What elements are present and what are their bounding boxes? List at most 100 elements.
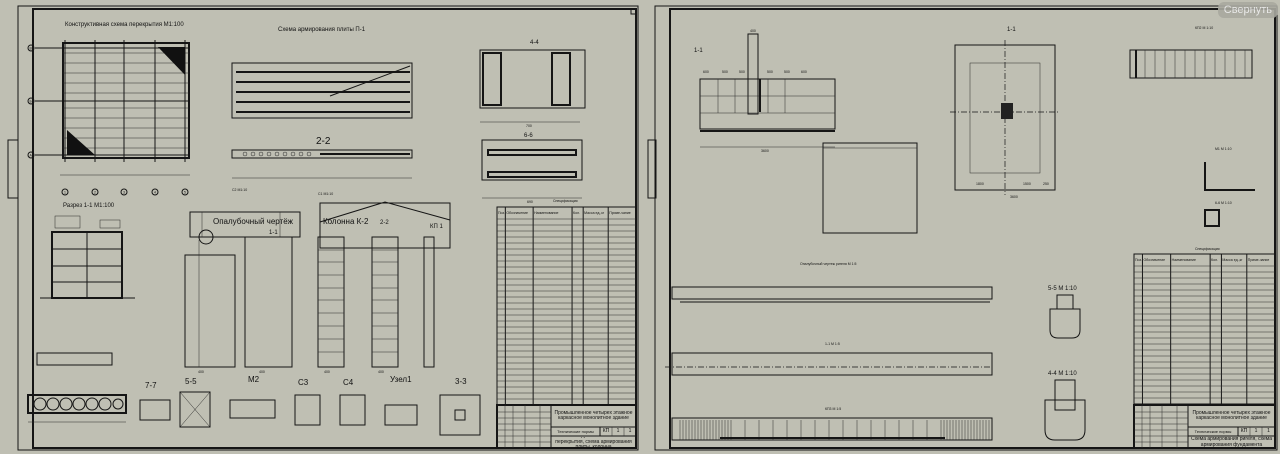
beam-formwork-title: Опалубочный чертеж ригеля М 1:5: [800, 262, 857, 266]
mesh-plan: [822, 142, 918, 234]
section-label: 4-4 М 1:10: [1048, 371, 1077, 377]
section-label: 1-1: [1007, 27, 1016, 33]
cage-label: КП 1: [430, 224, 443, 230]
column-k2: Колонна К-2 2-2 КП 1 400 400: [317, 217, 443, 374]
sheet-2-sheet-number: 1: [1254, 428, 1258, 435]
spec-header: Обозначение: [1143, 258, 1165, 262]
sheet-2-title-block: [1133, 404, 1276, 449]
spec-header: Наименование: [1172, 258, 1196, 262]
beam-sections: 5-5 М 1:10 4-4 М 1:10: [1044, 286, 1086, 441]
dimension: 690: [527, 200, 533, 204]
beam-drawings: Опалубочный чертеж ригеля М 1:5 1-1 М 1:…: [665, 262, 993, 441]
section-label: 1-1: [694, 48, 703, 54]
sheet-2-frame: [654, 5, 1278, 451]
sheet-2-sheet-name: Технические нормы: [1194, 429, 1232, 435]
dimension: 400: [198, 370, 204, 374]
dimension: 3600: [761, 149, 769, 153]
spec-header: Поз.: [1135, 258, 1142, 262]
sheet-2-border: [669, 8, 1276, 449]
detail-label: С3: [298, 378, 309, 387]
collapse-button[interactable]: Свернуть: [1217, 2, 1278, 18]
beam-c2: С2 М1:10 С1 М1:10: [189, 188, 451, 249]
section-label: 1-1 М 1:5: [825, 342, 840, 346]
spec-title: Спецификация: [553, 199, 578, 203]
sheet-1-frame: [17, 5, 639, 451]
dimension: 600: [703, 70, 709, 74]
sheet-2-specification-table: Спецификация Поз.Обозначение Наименование…: [1133, 247, 1276, 405]
dimension: 700: [526, 124, 532, 128]
section-label: 4-4: [530, 40, 539, 46]
detail-label: С4: [343, 378, 354, 387]
spec-header: Масса ед.,кг: [584, 211, 605, 215]
detail-label: С2 М1:10: [232, 188, 247, 192]
dimension: 500: [739, 70, 745, 74]
spec-table-frame: [1133, 253, 1276, 405]
dimension: 250: [1043, 182, 1049, 186]
spec-header: Приме-чание: [1248, 258, 1270, 262]
details-row: 7-7 5-5 М2 С3 С4 Узел1 3-3: [139, 375, 481, 436]
sheet-1-side-stamp: [7, 139, 19, 199]
cage-label: КП3 М 1:5: [825, 407, 841, 411]
section-title: Разрез 1-1 М1:100: [63, 203, 115, 209]
sheet-1-title-block: [496, 404, 637, 449]
sheet-2-drawing-name: Схема армирования ригеля, схема армирова…: [1190, 437, 1273, 448]
dimension: 400: [378, 370, 384, 374]
detail-label: М1 М 1:10: [1215, 147, 1232, 151]
section-4-4: 4-4 700: [479, 40, 586, 128]
spec-header: Наименование: [534, 211, 558, 215]
sheet-1-sheet-name: Технические нормы: [557, 429, 594, 435]
slab-reinf-title: Схема армирования плиты П-1: [278, 27, 366, 33]
sheet-2-stage: КП: [1240, 428, 1248, 435]
section-6-6: 6-6 690: [481, 133, 583, 204]
detail-label: С1 М1:10: [318, 192, 333, 196]
spec-header: Приме-чание: [609, 211, 631, 215]
axis-label: 4: [154, 191, 156, 195]
dimension: 1500: [1023, 182, 1031, 186]
formwork-title: Опалубочный чертёж: [213, 217, 294, 226]
sheet-1-sheet-count: 1: [628, 428, 632, 435]
sheet-1-sheet-number: 1: [616, 428, 620, 435]
cage-kp2: КП2 М 1:10 М1 М 1:10 6-6 М 1:10: [1129, 26, 1255, 227]
axis-label: А: [30, 154, 33, 158]
detail-label: КП2 М 1:10: [1195, 26, 1213, 30]
foundation-section-1-1: 1-1 600 500 500 400 500 500 600 3600: [694, 29, 836, 153]
spec-table-frame: [496, 206, 637, 406]
sheet-2-side-stamp: [647, 139, 657, 199]
spec-title: Спецификация: [1195, 247, 1220, 251]
axis-label: 3: [123, 191, 125, 195]
sheet-1-border: [32, 8, 637, 449]
foundation-plan: 1-1 1800 1500 250 3600: [950, 27, 1060, 199]
dimension: 500: [784, 70, 790, 74]
dimension: 400: [324, 370, 330, 374]
axis-label: 1: [64, 191, 66, 195]
section-label: 1-1: [269, 230, 278, 236]
sheet-1-project-title: Промышленное четырех этажное каркасное м…: [554, 409, 633, 421]
sheet-2-project-title: Промышленное четырех этажное каркасное м…: [1192, 409, 1271, 421]
detail-label: 6-6 М 1:10: [1215, 201, 1232, 205]
detail-label: 7-7: [145, 381, 157, 390]
detail-label: М2: [248, 375, 260, 384]
column-title: Колонна К-2: [323, 217, 369, 226]
dimension: 400: [750, 29, 756, 33]
axis-label: 5: [184, 191, 186, 195]
dimension: 400: [259, 370, 265, 374]
floor-plan: Конструктивная схема перекрытия М1:100 В…: [27, 22, 190, 196]
detail-label: 3-3: [455, 377, 467, 386]
dimension: 500: [767, 70, 773, 74]
detail-label: 5-5: [185, 377, 197, 386]
slab-reinforcement-scheme: Схема армирования плиты П-1 2-2: [231, 27, 413, 179]
detail-label: Узел1: [390, 375, 412, 384]
section-label: 2-2: [316, 136, 331, 147]
dimension: 1800: [976, 182, 984, 186]
dimension: 600: [801, 70, 807, 74]
sheet-2-sheet-count: 1: [1267, 428, 1270, 435]
spec-header: Масса ед.,кг: [1222, 258, 1243, 262]
sheet-1-drawing-name: Конструктивная схема перекрытия, схема а…: [555, 437, 632, 448]
spec-header: Кол.: [1211, 258, 1218, 262]
floor-plan-title: Конструктивная схема перекрытия М1:100: [65, 22, 184, 28]
spec-header: Обозначение: [506, 211, 528, 215]
hollow-slab-sections: [27, 352, 127, 423]
section-label: 2-2: [380, 220, 389, 226]
spec-header: Поз.: [498, 211, 505, 215]
